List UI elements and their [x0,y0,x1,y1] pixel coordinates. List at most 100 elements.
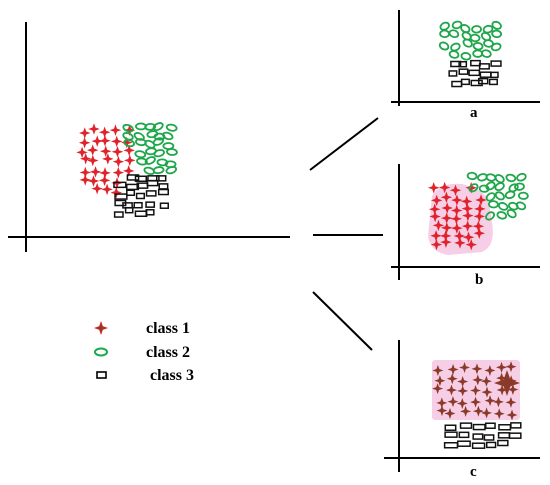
class1-point [109,124,122,136]
legend-class2-label: class 2 [146,344,190,361]
class2-point [122,123,134,133]
class2-point [485,211,496,221]
panel-c-label: c [470,464,477,480]
class2-point [497,202,509,211]
connector-to-c [312,291,373,351]
class2-point [144,139,156,149]
class3-point [114,193,128,200]
class2-point [471,25,482,34]
class2-point [462,38,473,48]
class2-point [508,183,519,193]
legend-star-icon [94,321,108,335]
class3-point [477,77,489,85]
class2-point [460,52,472,61]
class3-point [126,174,140,181]
class3-point [126,189,136,196]
class2-point [515,201,527,211]
class1-point [98,174,111,187]
panel-a: a [391,10,540,121]
class3-point [484,422,496,429]
class3-point [458,68,469,75]
class3-point [157,188,170,196]
class2-point [439,21,450,31]
class2-point [480,31,492,42]
class3-point [488,78,498,86]
class3-point [145,190,157,197]
class2-point [439,29,451,39]
class3-point [443,442,459,449]
class3-point [133,201,143,209]
class2-point [485,192,496,202]
class3-point [113,181,127,189]
panel-c-class3-points [443,422,522,449]
class1-point [112,155,125,168]
class2-point [165,123,178,132]
panel-c: c [384,340,540,480]
class1-point [124,154,136,167]
class3-point [457,440,471,447]
class1-point [110,135,123,148]
class1-point [79,174,91,186]
class3-point [497,432,511,439]
class2-point [506,208,517,219]
class2-point [468,183,479,193]
class1-point [101,183,113,196]
class2-point [144,122,157,131]
class2-point [517,191,529,200]
class2-point [496,211,508,220]
class2-point [438,41,450,51]
class2-point [514,182,525,191]
class3-point [490,60,502,67]
class3-point [471,442,486,449]
class2-point [494,174,505,184]
class3-point [498,424,512,431]
class2-point [505,173,517,183]
class3-point [483,434,495,441]
class2-point [504,190,516,200]
class3-point [145,201,156,208]
class2-point [491,20,502,30]
class2-point [448,50,460,59]
class3-point [134,210,148,217]
class1-point [86,144,99,156]
legend-class1-marker [94,321,108,335]
class3-point [508,432,522,439]
class3-point [155,175,167,182]
panel-a-class2-points [438,20,503,61]
class3-point [451,80,463,88]
class3-point [472,423,486,431]
class2-point [448,29,460,39]
class2-point [450,42,461,52]
class3-point [113,211,124,218]
class3-point [460,78,470,86]
class3-point [146,179,159,187]
class2-point [123,138,135,148]
class3-point [459,422,473,429]
class3-point [497,439,509,447]
class2-point [466,171,478,181]
class2-point [153,149,165,158]
class2-point [166,148,178,156]
main-class2-points [122,122,178,176]
class3-point [478,63,490,70]
class2-point [488,200,499,209]
class1-point [99,135,111,147]
class1-point [112,166,125,179]
class2-point [481,49,492,58]
main-class3-points [113,174,170,218]
connector-to-a [309,117,379,171]
class3-point [458,431,470,439]
class3-point [458,60,468,68]
class3-point [145,209,155,216]
class3-point [450,60,462,68]
class2-point [494,182,505,192]
class3-point [135,192,146,200]
legend-class2-marker [94,347,108,357]
legend-class1-label: class 1 [146,320,190,337]
panel-a-label: a [470,105,478,121]
class3-point [134,175,147,183]
class2-point [460,24,471,34]
class2-point [491,29,503,39]
class2-point [494,191,505,201]
